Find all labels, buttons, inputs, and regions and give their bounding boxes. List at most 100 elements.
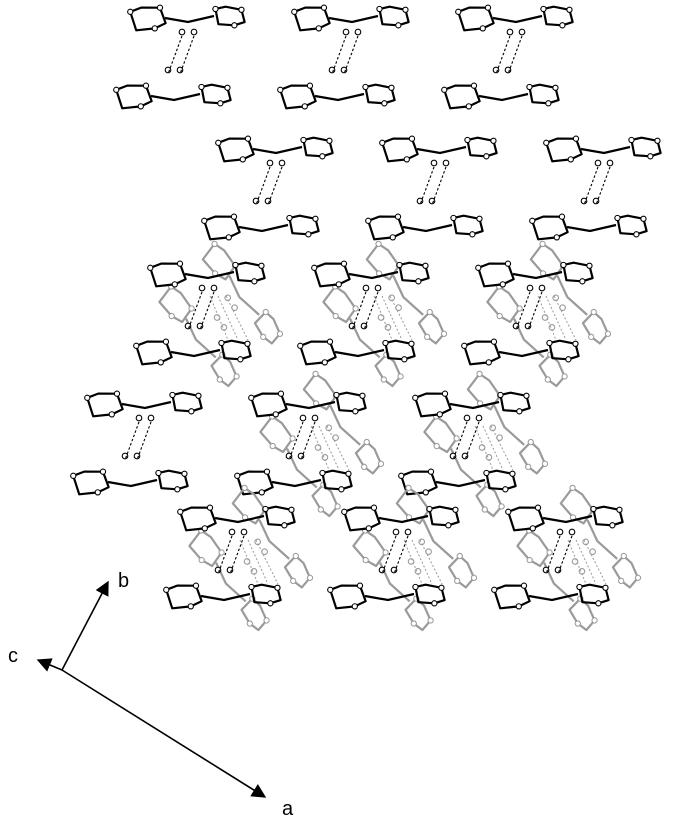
dashed-bond-icon (187, 291, 203, 331)
dashed-bond-icon (389, 295, 413, 341)
atom-icon (188, 305, 195, 312)
atom-icon (559, 22, 566, 29)
atom-icon (338, 486, 345, 493)
atom-icon (147, 264, 154, 271)
linker (528, 592, 579, 602)
ring-icon (381, 137, 419, 163)
dashed-bond-icon (553, 295, 577, 341)
atom-icon (321, 359, 328, 366)
atom-icon (634, 574, 642, 581)
dashed-bond-icon (247, 539, 269, 585)
atom-icon (410, 620, 417, 627)
dashed-bond-icon (515, 291, 531, 331)
atom-icon (224, 294, 232, 302)
atom-icon (297, 342, 304, 349)
ring-icon (518, 440, 547, 475)
atom-icon (640, 215, 647, 222)
atom-icon (590, 308, 597, 316)
linker (164, 14, 215, 24)
atom-icon (595, 600, 602, 607)
ring-icon (250, 583, 282, 605)
atom-icon (408, 135, 416, 142)
atom-icon (332, 312, 339, 320)
linker (258, 519, 290, 560)
atom-icon (398, 472, 405, 479)
atom-icon (589, 548, 596, 556)
dimer-r1-c2 (277, 4, 410, 110)
ring-icon (188, 529, 223, 568)
overlay-dimer (516, 484, 642, 632)
atom-icon (427, 468, 435, 475)
ring-icon (374, 353, 402, 388)
dashed-bond-icon (343, 35, 359, 75)
axis-c-arrow (36, 658, 63, 672)
ring-icon (179, 506, 217, 532)
atom-icon (426, 308, 433, 316)
atom-icon (233, 373, 240, 380)
ring-icon (279, 84, 317, 110)
atom-icon (412, 583, 419, 591)
dimer-r1-c1 (113, 4, 246, 110)
atom-icon (470, 574, 478, 581)
atom-icon (266, 159, 274, 167)
atom-icon (405, 484, 412, 492)
atom-icon (504, 260, 512, 267)
atom-icon (505, 508, 512, 515)
atom-icon (602, 584, 609, 591)
atom-icon (142, 82, 150, 89)
atom-icon (544, 376, 551, 383)
ring-icon (545, 137, 583, 163)
ring-icon (417, 310, 446, 345)
atom-icon (526, 83, 533, 91)
atom-icon (516, 305, 523, 312)
dashed-bond-icon (495, 35, 511, 75)
atom-icon (392, 528, 400, 536)
linker (435, 478, 486, 488)
atom-icon (211, 240, 218, 248)
dimer-r3-c1 (133, 240, 284, 388)
atom-icon (261, 548, 268, 556)
atom-icon (260, 333, 267, 341)
ring-icon (311, 483, 339, 518)
dashed-bond-icon (575, 539, 597, 585)
dashed-bond-icon (255, 539, 279, 585)
axis-b-label: b (118, 570, 129, 592)
ring-icon (542, 5, 574, 27)
atom-icon (212, 5, 219, 13)
atom-icon (382, 549, 389, 556)
atom-icon (481, 506, 488, 513)
ring-icon (452, 214, 484, 236)
atom-icon (192, 582, 200, 589)
atom-icon (237, 356, 244, 363)
atom-icon (425, 548, 432, 556)
ring-icon (354, 440, 383, 475)
atom-icon (190, 28, 198, 36)
dashed-bond-icon (527, 291, 543, 331)
ring-icon (507, 506, 545, 532)
overlay-dimer (259, 370, 385, 518)
ring-icon (203, 215, 241, 241)
linker (493, 405, 525, 446)
linker (556, 275, 588, 316)
atom-icon (556, 528, 564, 536)
atom-icon (305, 231, 312, 238)
atom-icon (340, 260, 348, 267)
atom-icon (545, 100, 552, 107)
atom-icon (418, 538, 426, 546)
atom-icon (289, 435, 296, 442)
atom-icon (586, 262, 593, 269)
overlay-dimer (158, 240, 284, 388)
atom-icon (362, 284, 370, 292)
ring-icon (531, 215, 569, 241)
dashed-bond-icon (452, 421, 468, 461)
linker (422, 519, 454, 560)
atom-icon (407, 558, 415, 565)
ring-icon (529, 242, 565, 281)
atom-icon (422, 489, 429, 496)
ring-icon (250, 392, 288, 418)
atom-icon (483, 469, 490, 477)
atom-icon (133, 342, 140, 349)
molecule-layer (70, 4, 662, 632)
atom-icon (361, 463, 368, 471)
axis-a-arrow (61, 669, 267, 798)
